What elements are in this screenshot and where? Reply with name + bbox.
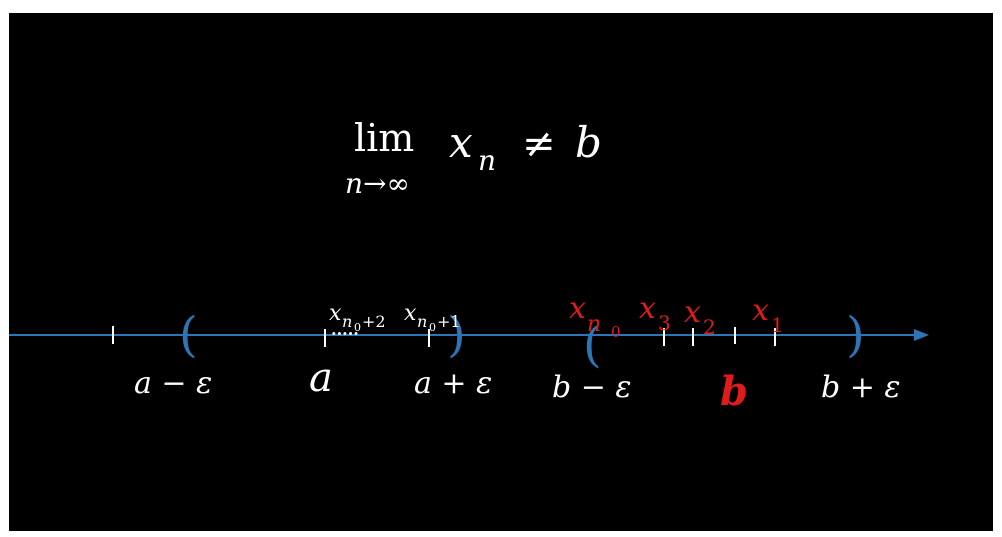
point-xn0-n: n [587,312,601,337]
limit-formula: lim x n ≠ b n→∞ [345,116,602,200]
point-x2-sub: 2 [703,315,716,339]
formula-x: x [449,118,473,167]
point-xn0-x: x [569,291,586,326]
points-near-b: x n 0 x 3 x 2 x 1 [569,291,784,341]
point-x3-x: x [639,291,656,326]
lim-text: lim [354,116,414,160]
label-a-minus-eps: a − ε [134,366,212,401]
number-line-diagram: lim x n ≠ b n→∞ ( ) ( ) x n 0 +2 x n 0 +… [9,116,929,415]
not-equal-sign: ≠ [522,121,556,167]
point-xn0-plus-1-tail: +1 [437,312,461,331]
label-b: b [720,368,748,415]
axis-arrow-icon [914,329,929,341]
diagram-canvas: lim x n ≠ b n→∞ ( ) ( ) x n 0 +2 x n 0 +… [9,13,993,531]
formula-b: b [575,118,602,167]
point-xn0-plus-1-zero: 0 [429,321,436,334]
label-a: a [309,355,333,401]
tick-marks [112,326,776,347]
point-xn0-plus-2-x: x [329,301,342,326]
point-xn0-plus-2-tail: +2 [362,312,386,331]
bracket-b-left: ( [583,317,602,373]
points-outside: x n 0 +2 x n 0 +1 ..... [329,301,461,339]
point-xn0-plus-1-n: n [417,312,427,331]
label-a-plus-eps: a + ε [414,366,492,401]
limit-under: n→∞ [345,167,410,200]
point-x1-sub: 1 [771,313,784,337]
bracket-b-right: ) [846,307,865,363]
point-x1-x: x [752,293,769,328]
bracket-a-left: ( [179,307,198,363]
interval-brackets: ( ) ( ) [179,307,865,373]
ellipsis-dots: ..... [331,320,359,339]
formula-n: n [478,144,496,177]
point-xn0-plus-2-n: n [342,312,352,331]
bracket-a-right: ) [447,307,466,363]
point-xn0-plus-1-x: x [404,301,417,326]
point-x3-sub: 3 [658,311,671,335]
point-x2-x: x [684,295,701,330]
point-xn0-zero: 0 [611,323,621,341]
label-b-plus-eps: b + ε [821,370,901,405]
point-xn0-plus-2-zero: 0 [354,321,361,334]
label-b-minus-eps: b − ε [552,370,632,405]
axis-labels: a − ε a a + ε b − ε b b + ε [134,355,901,415]
